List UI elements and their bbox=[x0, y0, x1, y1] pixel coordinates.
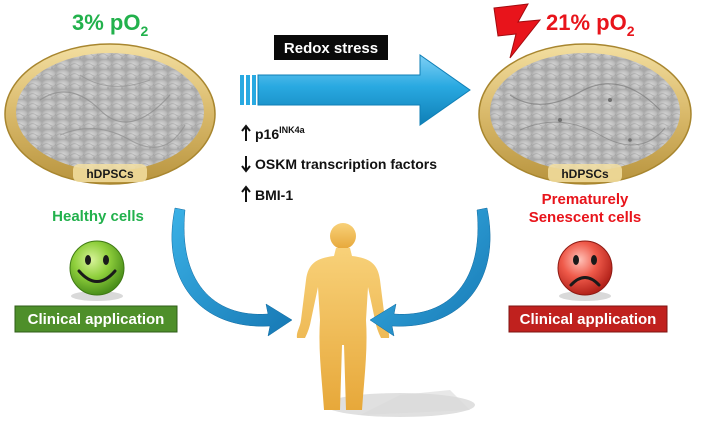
redox-stress-label-box: Redox stress bbox=[274, 35, 388, 60]
left-clinical-application-badge: Clinical application bbox=[14, 305, 178, 333]
marker-oskm-name: OSKM transcription factors bbox=[255, 156, 437, 172]
left-condition-subscript: 2 bbox=[140, 23, 148, 39]
left-curved-arrow bbox=[171, 207, 293, 337]
marker-p16-name: p16 bbox=[255, 126, 279, 142]
marker-oskm: OSKM transcription factors bbox=[241, 156, 437, 173]
marker-bmi1: BMI-1 bbox=[241, 185, 293, 203]
redox-stress-arrow bbox=[240, 54, 471, 126]
right-status-line1: Prematurely bbox=[542, 191, 629, 208]
marker-list: p16INK4a OSKM transcription factors BMI-… bbox=[241, 124, 437, 203]
sad-face-icon bbox=[557, 240, 613, 301]
left-condition-title: 3% pO2 bbox=[72, 10, 148, 39]
right-clinical-application-badge: Clinical application bbox=[508, 305, 668, 333]
right-status-line2: Senescent cells bbox=[529, 209, 642, 226]
right-culture-dish bbox=[478, 43, 692, 185]
marker-p16-superscript: INK4a bbox=[279, 125, 306, 135]
left-clinical-application-label: Clinical application bbox=[28, 311, 165, 328]
right-clinical-application-label: Clinical application bbox=[520, 311, 657, 328]
right-dish-label: hDPSCs bbox=[561, 167, 609, 181]
right-condition-value: 21% pO bbox=[546, 10, 627, 35]
left-status-label: Healthy cells bbox=[52, 208, 144, 225]
right-condition-subscript: 2 bbox=[627, 23, 635, 39]
left-condition-value: 3% pO bbox=[72, 10, 140, 35]
left-culture-dish bbox=[4, 43, 216, 185]
smiley-face-icon bbox=[69, 240, 125, 301]
svg-text:21% pO2: 21% pO2 bbox=[546, 10, 635, 39]
svg-text:p16INK4a: p16INK4a bbox=[255, 125, 306, 142]
human-figure-icon bbox=[296, 223, 475, 417]
lightning-bolt-icon bbox=[493, 3, 542, 59]
marker-p16: p16INK4a bbox=[241, 124, 306, 142]
right-condition-title: 21% pO2 bbox=[546, 10, 635, 39]
right-curved-arrow bbox=[369, 207, 491, 337]
svg-text:3% pO2: 3% pO2 bbox=[72, 10, 148, 39]
marker-bmi1-name: BMI-1 bbox=[255, 187, 293, 203]
redox-stress-label: Redox stress bbox=[284, 40, 378, 57]
left-dish-label: hDPSCs bbox=[86, 167, 134, 181]
